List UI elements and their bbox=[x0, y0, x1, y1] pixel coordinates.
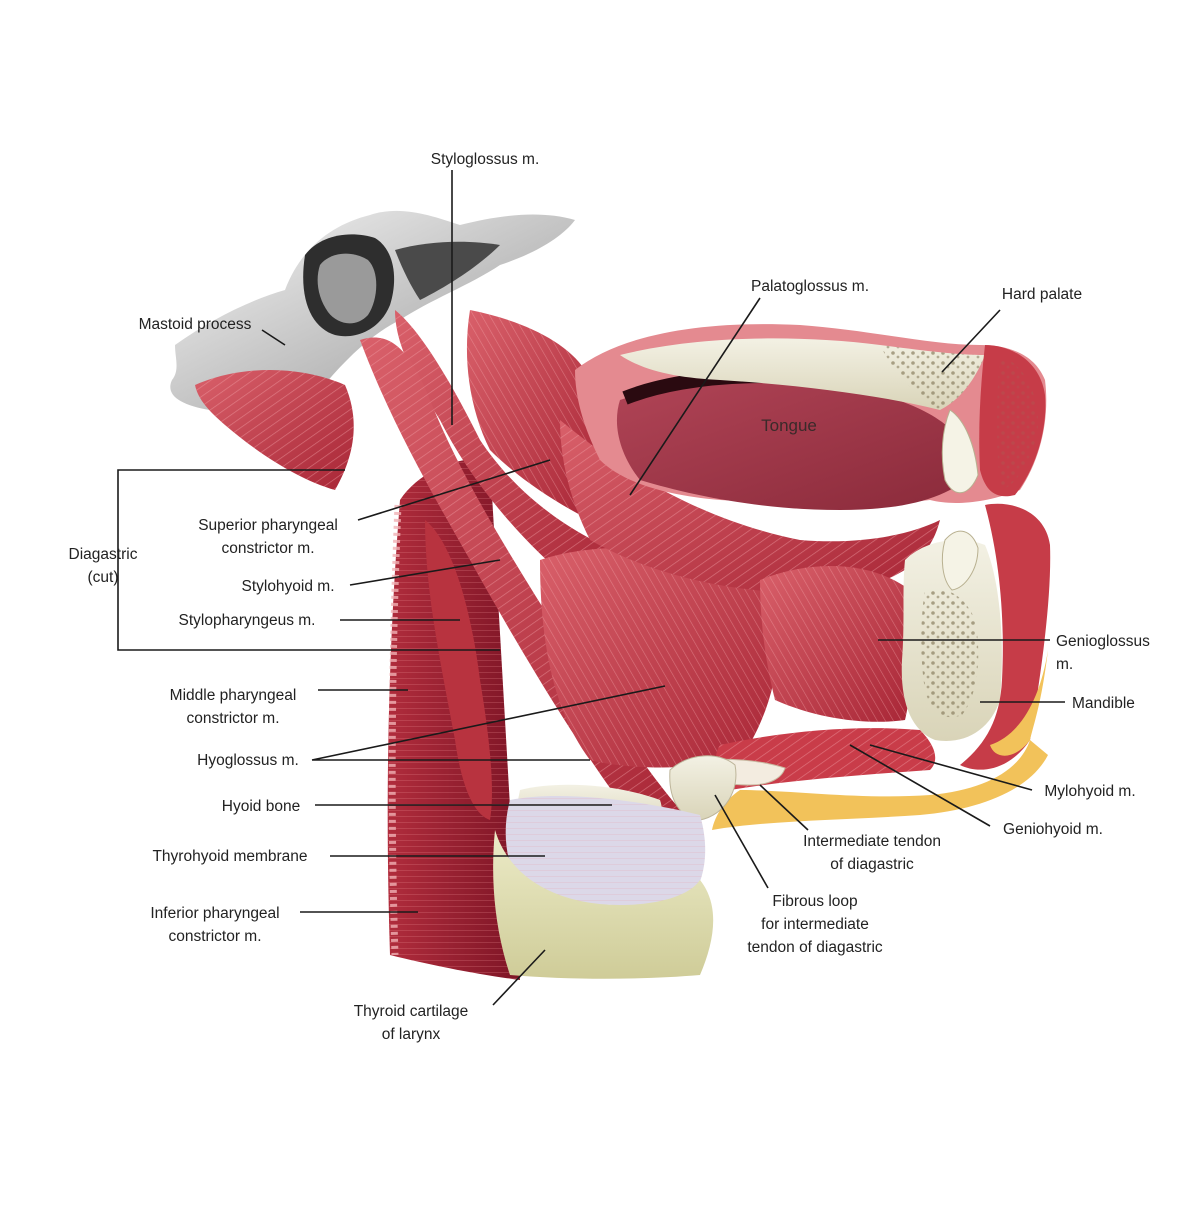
label-inferior-pharyngeal: Inferior pharyngeal constrictor m. bbox=[150, 902, 279, 948]
leader-hyoglossus bbox=[311, 685, 666, 761]
label-genioglossus: Genioglossus m. bbox=[1056, 630, 1150, 676]
label-styloglossus: Styloglossus m. bbox=[430, 151, 540, 168]
label-superior-pharyngeal: Superior pharyngeal constrictor m. bbox=[198, 514, 338, 560]
leader-lines bbox=[117, 170, 1065, 1006]
label-stylopharyngeus: Stylopharyngeus m. bbox=[178, 612, 316, 629]
label-intermediate-tendon-line1: Intermediate tendon bbox=[803, 833, 941, 850]
label-inferior-pharyngeal-line2: constrictor m. bbox=[168, 928, 262, 945]
label-fibrous-loop-line1: Fibrous loop bbox=[772, 893, 858, 910]
leader-mylohyoid bbox=[869, 744, 1033, 791]
label-middle-pharyngeal-line1: Middle pharyngeal bbox=[169, 687, 297, 704]
label-thyroid-cartilage-line1: Thyroid cartilage bbox=[353, 1003, 469, 1020]
label-mastoid-process: Mastoid process bbox=[138, 316, 252, 333]
leader-palatoglossus bbox=[629, 297, 761, 496]
label-genioglossus-line1: Genioglossus bbox=[1056, 633, 1150, 650]
leader-intermediate-tendon bbox=[759, 784, 809, 831]
label-thyroid-cartilage: Thyroid cartilage of larynx bbox=[354, 1000, 469, 1046]
leader-stylohyoid bbox=[349, 559, 501, 586]
leader-fibrous-loop bbox=[714, 794, 769, 889]
leader-thyroid-cartilage bbox=[492, 949, 546, 1006]
leader-geniohyoid bbox=[849, 744, 991, 827]
subcutaneous-fat bbox=[712, 740, 1048, 830]
leader-diagastric-bracket bbox=[117, 469, 500, 651]
label-tongue: Tongue bbox=[761, 416, 817, 435]
label-fibrous-loop-line3: tendon of diagastric bbox=[747, 939, 883, 956]
thyroid-cartilage bbox=[493, 830, 714, 979]
label-middle-pharyngeal-line2: constrictor m. bbox=[186, 710, 280, 727]
label-diagastric-line1: Diagastric bbox=[68, 546, 138, 563]
leader-superior-pharyngeal bbox=[357, 459, 551, 521]
label-mandible: Mandible bbox=[1072, 695, 1135, 712]
label-intermediate-tendon: Intermediate tendon of diagastric bbox=[803, 830, 941, 876]
label-thyroid-cartilage-line2: of larynx bbox=[381, 1026, 441, 1043]
label-palatoglossus: Palatoglossus m. bbox=[750, 278, 870, 295]
lower-lip bbox=[960, 503, 1051, 770]
label-intermediate-tendon-line2: of diagastric bbox=[830, 856, 914, 873]
label-stylohyoid: Stylohyoid m. bbox=[241, 578, 335, 595]
label-hyoid-bone: Hyoid bone bbox=[221, 798, 301, 815]
leader-hard-palate bbox=[941, 309, 1001, 373]
label-diagastric-line2: (cut) bbox=[87, 569, 119, 586]
label-diagastric: Diagastric (cut) bbox=[69, 543, 138, 589]
tongue bbox=[616, 382, 975, 510]
label-superior-pharyngeal-line1: Superior pharyngeal bbox=[198, 517, 338, 534]
label-middle-pharyngeal: Middle pharyngeal constrictor m. bbox=[170, 684, 297, 730]
lower-incisor bbox=[941, 530, 979, 591]
upper-incisor bbox=[941, 409, 979, 493]
stylopharyngeus-muscle bbox=[425, 520, 492, 820]
label-fibrous-loop-line2: for intermediate bbox=[761, 916, 869, 933]
label-mylohyoid: Mylohyoid m. bbox=[1044, 783, 1136, 800]
label-inferior-pharyngeal-line1: Inferior pharyngeal bbox=[150, 905, 280, 922]
label-fibrous-loop: Fibrous loop for intermediate tendon of … bbox=[747, 890, 882, 959]
label-thyrohyoid-membrane: Thyrohyoid membrane bbox=[152, 848, 308, 865]
label-superior-pharyngeal-line2: constrictor m. bbox=[221, 540, 315, 557]
leader-mastoid bbox=[261, 329, 286, 346]
skull-base bbox=[170, 210, 575, 410]
label-geniohyoid: Geniohyoid m. bbox=[1003, 821, 1103, 838]
label-hyoglossus: Hyoglossus m. bbox=[197, 752, 299, 769]
label-hard-palate: Hard palate bbox=[1001, 286, 1083, 303]
label-genioglossus-line2: m. bbox=[1056, 656, 1074, 673]
